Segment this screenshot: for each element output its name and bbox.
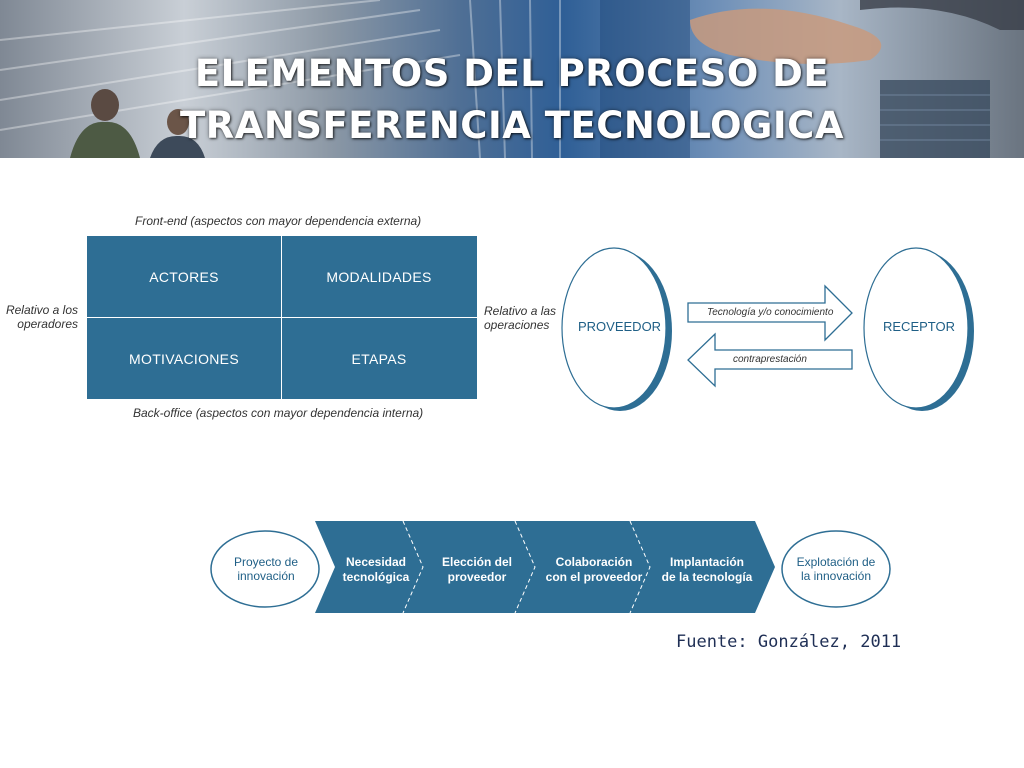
- matrix-cell-etapas: ETAPAS: [351, 350, 407, 367]
- process-step-2-line-2: proveedor: [447, 570, 507, 584]
- header-photo-collage: [0, 0, 1024, 158]
- process-step-2: Elección del proveedor: [427, 555, 527, 585]
- process-end-label: Explotación de la innovación: [780, 555, 892, 583]
- provider-label: PROVEEDOR: [578, 319, 662, 334]
- process-step-3: Colaboración con el proveedor: [538, 555, 650, 585]
- matrix-left-label: Relativo a los operadores: [4, 303, 78, 331]
- process-step-1-line-2: tecnológica: [342, 570, 410, 584]
- process-step-4-line-2: de la tecnología: [661, 570, 753, 584]
- matrix-cell-actores: ACTORES: [149, 268, 219, 285]
- process-step-4: Implantación de la tecnología: [654, 555, 760, 585]
- matrix-bottom-label: Back-office (aspectos con mayor dependen…: [133, 406, 424, 420]
- page-title-line-1: ELEMENTOS DEL PROCESO DE: [194, 52, 830, 95]
- forward-arrow-label: Tecnología y/o conocimiento: [707, 307, 834, 318]
- matrix-right-label-line-2: operaciones: [484, 318, 550, 332]
- matrix-left-label-line-2: operadores: [17, 317, 78, 331]
- process-step-2-line-1: Elección del: [441, 555, 513, 569]
- matrix-top-label: Front-end (aspectos con mayor dependenci…: [135, 214, 422, 228]
- process-chevron-band: [315, 521, 775, 613]
- page-title: ELEMENTOS DEL PROCESO DE TRANSFERENCIA T…: [0, 48, 1024, 152]
- matrix-right-label: Relativo a las operaciones: [484, 304, 556, 332]
- process-step-3-line-2: con el proveedor: [545, 570, 643, 584]
- matrix-right-label-line-1: Relativo a las: [484, 304, 557, 318]
- matrix-cell-motivaciones: MOTIVACIONES: [129, 350, 239, 367]
- process-step-3-line-1: Colaboración: [555, 555, 633, 569]
- process-start-label: Proyecto de innovación: [210, 555, 322, 583]
- process-step-1-line-1: Necesidad: [345, 555, 407, 569]
- chevron-separator-1: [402, 520, 424, 614]
- process-start-line-2: innovación: [237, 569, 295, 583]
- matrix-cell-modalidades: MODALIDADES: [326, 268, 432, 285]
- forward-arrow-shape: [687, 284, 853, 342]
- page-title-line-2: TRANSFERENCIA TECNOLOGICA: [180, 104, 844, 147]
- back-arrow-label: contraprestación: [733, 354, 807, 365]
- receiver-label: RECEPTOR: [883, 319, 955, 334]
- provider-ellipse: [561, 247, 667, 409]
- process-step-1: Necesidad tecnológica: [330, 555, 422, 585]
- source-citation: Fuente: González, 2011: [676, 632, 902, 652]
- process-flow: [210, 520, 891, 614]
- back-arrow-shape: [687, 332, 853, 388]
- matrix-left-label-line-1: Relativo a los: [5, 303, 78, 317]
- exchange-diagram: [561, 247, 974, 411]
- process-start-ellipse: [210, 530, 320, 608]
- process-end-line-1: Explotación de: [796, 555, 876, 569]
- process-step-4-line-1: Implantación: [669, 555, 744, 569]
- chevron-separator-3: [629, 520, 651, 614]
- process-end-line-2: la innovación: [800, 569, 872, 583]
- matrix-divider-horizontal: [87, 317, 477, 318]
- process-end-ellipse: [781, 530, 891, 608]
- header-banner: ELEMENTOS DEL PROCESO DE TRANSFERENCIA T…: [0, 0, 1024, 158]
- process-start-line-1: Proyecto de: [233, 555, 299, 569]
- chevron-separator-2: [514, 520, 536, 614]
- matrix-grid: ACTORES MODALIDADES MOTIVACIONES ETAPAS: [87, 236, 477, 399]
- receiver-ellipse: [863, 247, 969, 409]
